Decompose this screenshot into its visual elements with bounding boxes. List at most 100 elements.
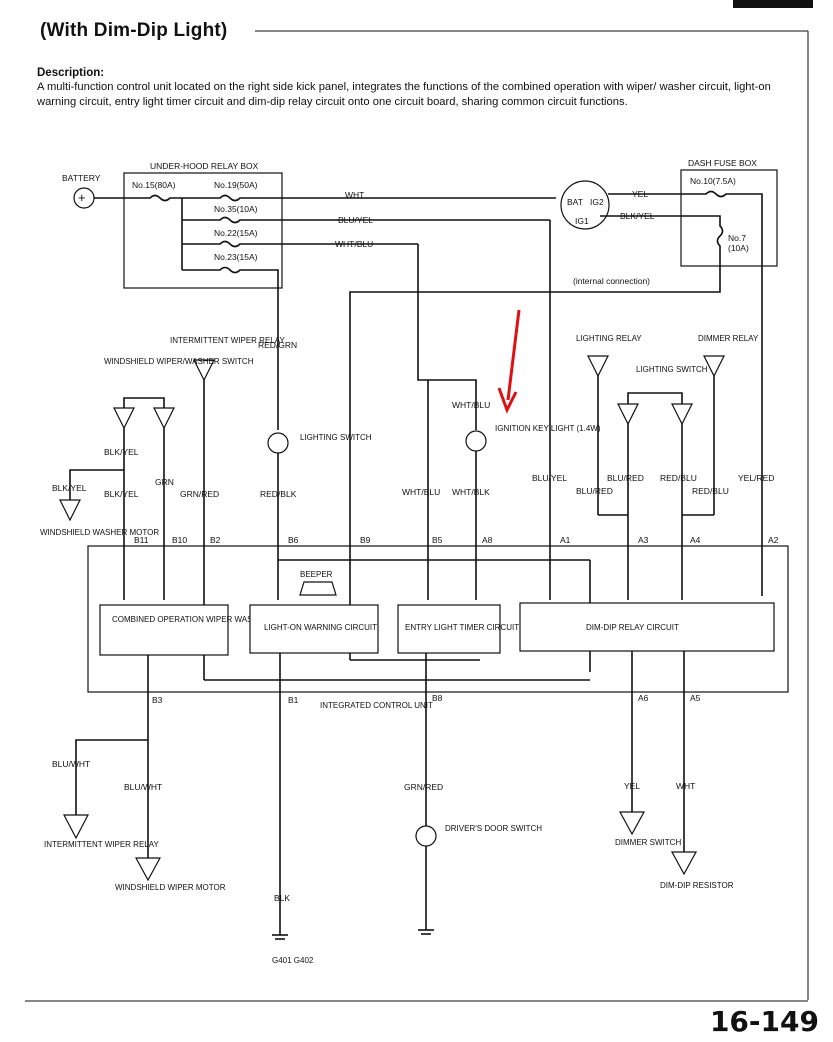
ig1-label: IG1 — [575, 216, 589, 226]
blk-yel-label-1: BLK/YEL — [104, 447, 139, 457]
wire-fuse23 — [270, 269, 279, 295]
fuse19-symbol — [182, 194, 270, 202]
wire-washer-motor — [69, 469, 124, 500]
corner-tab — [733, 0, 813, 8]
blu-yel-label: BLU/YEL — [338, 215, 373, 225]
lighting-switch-2-symbol-1 — [617, 403, 639, 426]
pin-b3: B3 — [152, 695, 163, 705]
page-title: (With Dim-Dip Light) — [40, 20, 228, 41]
drivers-door-switch-symbol — [415, 825, 437, 847]
dash-fuse-box-label: DASH FUSE BOX — [688, 158, 757, 168]
dimmer-relay-label: DIMMER RELAY — [698, 334, 759, 343]
bat-label: BAT — [567, 197, 583, 207]
lighting-relay-label: LIGHTING RELAY — [576, 334, 642, 343]
grn-red-label: GRN/RED — [180, 489, 219, 499]
entry-light-circuit-label: ENTRY LIGHT TIMER CIRCUIT — [405, 623, 519, 632]
pin-b9: B9 — [360, 535, 371, 545]
fuse23-symbol — [182, 266, 270, 274]
fuse10-symbol — [700, 190, 763, 596]
blu-wht-2-label: BLU/WHT — [124, 782, 162, 792]
pin-a3: A3 — [638, 535, 649, 545]
entry-light-circuit-box — [397, 604, 501, 654]
intermittent-wiper-relay-symbol — [193, 359, 215, 382]
battery-plus-icon: + — [78, 190, 86, 205]
wire-lighting-switch-bridge — [627, 392, 683, 404]
integrated-control-unit-outline — [87, 545, 789, 693]
description-heading: Description: — [37, 67, 105, 79]
ignition-key-light-symbol — [465, 430, 487, 452]
dash-fuse-box — [680, 169, 778, 267]
fuse35-symbol — [182, 216, 270, 224]
wht-label: WHT — [345, 190, 364, 200]
blu-red-1-label: BLU/RED — [607, 473, 644, 483]
dim-dip-resistor-symbol — [670, 851, 698, 876]
fuse7-label: No.7 — [728, 233, 746, 243]
yel-label: YEL — [632, 189, 648, 199]
page-number: 16-149 — [709, 1005, 819, 1038]
dimmer-relay-symbol — [703, 355, 725, 378]
pin-a1: A1 — [560, 535, 571, 545]
intermittent-wiper-relay-2-symbol — [63, 814, 89, 840]
blk-label: BLK — [274, 893, 290, 903]
ig2-label: IG2 — [590, 197, 604, 207]
fuse23-label: No.23(15A) — [214, 252, 258, 262]
dim-dip-resistor-label: DIM-DIP RESISTOR — [660, 881, 734, 890]
wire-blu-wht-1 — [75, 739, 148, 815]
pin-b5: B5 — [432, 535, 443, 545]
ground-label: G401 G402 — [272, 956, 314, 965]
grn-label: GRN — [155, 477, 174, 487]
intermittent-wiper-relay-label: INTERMITTENT WIPER RELAY — [170, 336, 285, 345]
windshield-switch-label: WINDSHIELD WIPER/WASHER SWITCH — [104, 357, 254, 366]
beeper-symbol — [299, 581, 337, 596]
pin-a2: A2 — [768, 535, 779, 545]
wht-blu-label: WHT/BLU — [335, 239, 373, 249]
windshield-wiper-motor-symbol — [134, 857, 162, 882]
yel-2-label: YEL — [624, 781, 640, 791]
wht-blu-key-label: WHT/BLU — [452, 400, 490, 410]
pin-a6: A6 — [638, 693, 649, 703]
windshield-wiper-motor-label: WINDSHIELD WIPER MOTOR — [115, 883, 226, 892]
pin-b1: B1 — [288, 695, 299, 705]
red-blu-1-label: RED/BLU — [660, 473, 697, 483]
drivers-door-switch-label: DRIVER'S DOOR SWITCH — [445, 824, 542, 833]
under-hood-relay-box-label: UNDER-HOOD RELAY BOX — [150, 161, 259, 171]
annotation-arrow — [506, 309, 521, 401]
lighting-switch-symbol — [267, 432, 289, 454]
description-text: A multi-function control unit located on… — [37, 81, 771, 108]
washer-switch-symbol-2 — [153, 407, 175, 430]
wht-2-label: WHT — [676, 781, 695, 791]
wire-internal — [349, 276, 721, 660]
beeper-label: BEEPER — [300, 570, 333, 579]
red-blu-2-label: RED/BLU — [692, 486, 729, 496]
pin-a4: A4 — [690, 535, 701, 545]
pin-b11: B11 — [134, 535, 149, 545]
fuse22-label: No.22(15A) — [214, 228, 258, 238]
red-blk-label: RED/BLK — [260, 489, 297, 499]
annotation-arrowhead — [497, 387, 518, 414]
lighting-switch-label: LIGHTING SWITCH — [300, 433, 372, 442]
lighting-switch-2-symbol-2 — [671, 403, 693, 426]
pin-b6: B6 — [288, 535, 299, 545]
combined-circuit-label: COMBINED OPERATION WIPER WASHER CIRCUIT — [112, 615, 304, 624]
fuse10-label: No.10(7.5A) — [690, 176, 736, 186]
fuse7-rating: (10A) — [728, 243, 749, 253]
light-on-circuit-label: LIGHT-ON WARNING CIRCUIT — [264, 623, 377, 632]
ignition-key-light-label: IGNITION KEY LIGHT (1.4W) — [495, 424, 601, 433]
blu-red-2-label: BLU/RED — [576, 486, 613, 496]
fuse19-label: No.19(50A) — [214, 180, 258, 190]
washer-switch-symbol-1 — [113, 407, 135, 430]
pin-a5: A5 — [690, 693, 701, 703]
lighting-switch-2-label: LIGHTING SWITCH — [636, 365, 708, 374]
fuse15-label: No.15(80A) — [132, 180, 176, 190]
wire-wht-blu-key — [417, 244, 477, 430]
wht-blu-2-label: WHT/BLU — [402, 487, 440, 497]
pin-b8: B8 — [432, 693, 443, 703]
pin-b10: B10 — [172, 535, 187, 545]
lighting-relay-symbol — [587, 355, 609, 378]
dimmer-switch-label: DIMMER SWITCH — [615, 838, 681, 847]
intermittent-wiper-relay-2-label: INTERMITTENT WIPER RELAY — [44, 840, 159, 849]
blk-yel-label-2: BLK/YEL — [104, 489, 139, 499]
yel-red-label: YEL/RED — [738, 473, 774, 483]
fuse22-symbol — [182, 240, 270, 248]
